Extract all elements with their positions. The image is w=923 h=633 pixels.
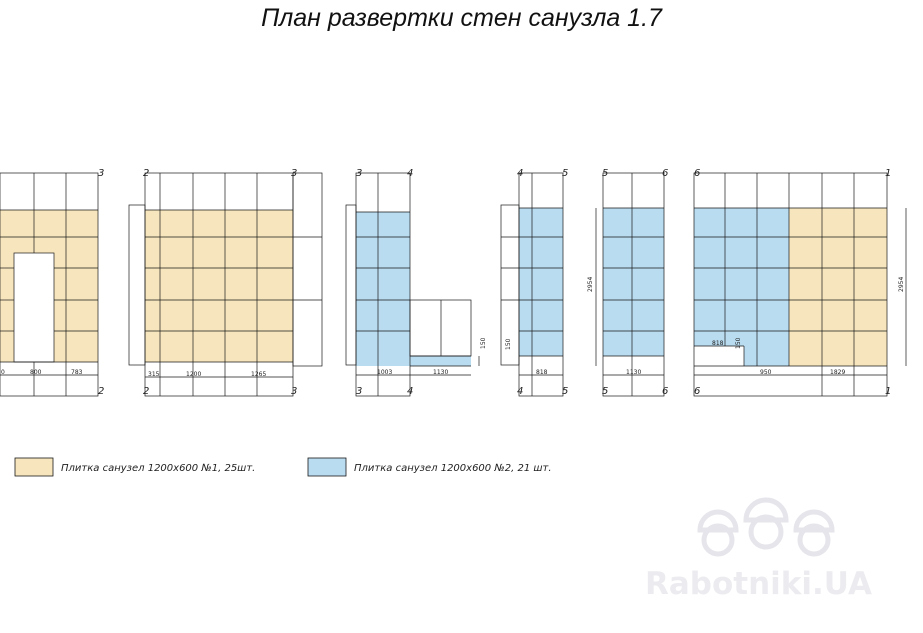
wall-3-bottom-label-right: 4 (407, 386, 413, 397)
wall-6-top-label-right: 1 (885, 168, 891, 179)
wall-3-bottom-label-left: 3 (356, 386, 362, 397)
wall-6-dim-3: 1829 (830, 369, 845, 376)
legend-swatch-tile2 (307, 457, 347, 477)
wall-2-dim-1: 1200 (186, 371, 201, 378)
watermark: Rabotniki.UA (645, 497, 872, 602)
wall-6-dim-1: 150 (735, 337, 742, 349)
wall-4-top-label-left: 4 (517, 168, 523, 179)
legend-label-tile1: Плитка санузел 1200x600 №1, 25шт. (61, 463, 255, 474)
wall-1 (0, 172, 99, 397)
wall-5-bottom-label-left: 5 (602, 386, 608, 397)
wall-5-dim-0: 1130 (626, 369, 641, 376)
wall-3-top-label-right: 4 (407, 168, 413, 179)
wall-2-top-label-left: 2 (143, 168, 149, 179)
wall-2-dim-2: 1265 (251, 371, 266, 378)
wall-6 (693, 172, 907, 397)
wall-4-top-label-right: 5 (562, 168, 568, 179)
wall-4-bottom-label-left: 4 (517, 386, 523, 397)
wall-3-dim-0: 1003 (377, 369, 392, 376)
wall-2 (128, 172, 323, 397)
wall-3 (345, 172, 480, 397)
wall-6-bottom-label-left: 6 (694, 386, 700, 397)
legend-label-tile2: Плитка санузел 1200x600 №2, 21 шт. (354, 463, 552, 474)
wall-5-dim-1: 2954 (587, 277, 594, 292)
wall-2-bottom-label-left: 2 (143, 386, 149, 397)
wall-1-dim-2: 783 (71, 369, 83, 376)
page-title: План развертки стен санузла 1.7 (261, 4, 662, 32)
wall-2-bottom-label-right: 3 (291, 386, 297, 397)
wall-6-dim-4: 2954 (898, 277, 905, 292)
three-builders-helmet-icon (697, 497, 835, 557)
wall-2-dim-0: 315 (148, 371, 160, 378)
wall-4-dim-0: 818 (536, 369, 548, 376)
legend-swatch-tile1 (14, 457, 54, 477)
legend: Плитка санузел 1200x600 №1, 25шт. Плитка… (14, 457, 552, 477)
wall-1-dim-1: 800 (30, 369, 42, 376)
wall-5-top-label-right: 6 (662, 168, 668, 179)
wall-1-bottom-label-right: 2 (98, 386, 104, 397)
wall-5-bottom-label-right: 6 (662, 386, 668, 397)
wall-4-bottom-label-right: 5 (562, 386, 568, 397)
wall-5-top-label-left: 5 (602, 168, 608, 179)
wall-6-dim-2: 950 (760, 369, 772, 376)
watermark-text: Rabotniki.UA (645, 566, 872, 602)
wall-3-dim-1: 1130 (433, 369, 448, 376)
wall-3-dim-2: 150 (480, 337, 487, 349)
wall-1-top-label-right: 3 (98, 168, 104, 179)
wall-4 (500, 172, 564, 397)
wall-6-bottom-label-right: 1 (885, 386, 891, 397)
wall-1-dim-0: 0 (1, 369, 5, 376)
wall-2-top-label-right: 3 (291, 168, 297, 179)
wall-4-dim-1: 150 (505, 338, 512, 350)
wall-6-dim-0: 818 (712, 340, 724, 347)
wall-3-top-label-left: 3 (356, 168, 362, 179)
wall-6-top-label-left: 6 (694, 168, 700, 179)
wall-5 (595, 172, 665, 397)
